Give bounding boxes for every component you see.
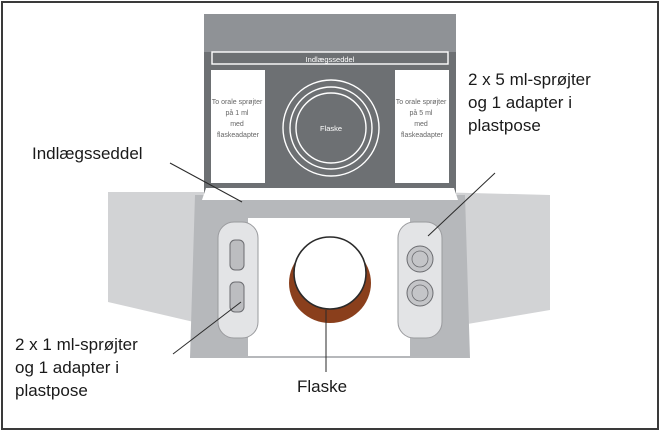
callout-line-5ml xyxy=(427,172,496,237)
right-pouch-syringe-bottom-ring xyxy=(411,284,429,302)
right-pouch-syringe-top-ring xyxy=(411,250,429,268)
left-card xyxy=(211,70,265,183)
lid-bottle-ring-outer xyxy=(282,79,380,177)
callout-5ml-syringes-label: 2 x 5 ml-sprøjter og 1 adapter i plastpo… xyxy=(468,70,591,135)
left-card-text: To orale sprøjter på 1 ml med flaskeadap… xyxy=(212,99,265,139)
lid-top-strip xyxy=(204,14,456,52)
bottle-cap xyxy=(293,236,367,310)
right-pouch-syringe-top xyxy=(406,245,434,273)
lid-bottle-ring-inner xyxy=(295,92,367,164)
left-card-line: på 1 ml xyxy=(226,109,249,117)
callout-1ml-syringes-label: 2 x 1 ml-sprøjter og 1 adapter i plastpo… xyxy=(15,335,138,400)
callout-line-leaflet xyxy=(169,162,243,203)
leaflet-title: Indlægsseddel xyxy=(306,55,355,64)
lid-bottle-ring-middle xyxy=(289,86,373,170)
lid xyxy=(204,14,456,196)
callout-line-1ml xyxy=(172,301,242,355)
left-pouch xyxy=(217,221,259,339)
callout-leaflet-label: Indlægsseddel xyxy=(32,144,143,163)
left-pouch-syringe-bottom xyxy=(229,281,245,313)
lid-bottle-label: Flaske xyxy=(320,124,342,133)
right-card xyxy=(395,70,449,183)
left-pouch-syringe-top xyxy=(229,239,245,271)
right-card-line: med xyxy=(414,121,428,128)
leaflet-title-box xyxy=(211,51,449,65)
leaflet-sheet xyxy=(202,188,458,200)
right-card-line: på 5 ml xyxy=(410,109,433,117)
right-pouch-syringe-bottom xyxy=(406,279,434,307)
right-card-text: To orale sprøjter på 5 ml med flaskeadap… xyxy=(396,99,449,139)
left-card-line: To orale sprøjter xyxy=(212,99,263,106)
callout-bottle-label: Flaske xyxy=(297,377,348,396)
left-card-line: flaskeadapter xyxy=(217,132,260,139)
right-card-line: To orale sprøjter xyxy=(396,99,447,106)
right-card-line: flaskeadapter xyxy=(401,132,444,139)
left-card-line: med xyxy=(230,121,244,128)
